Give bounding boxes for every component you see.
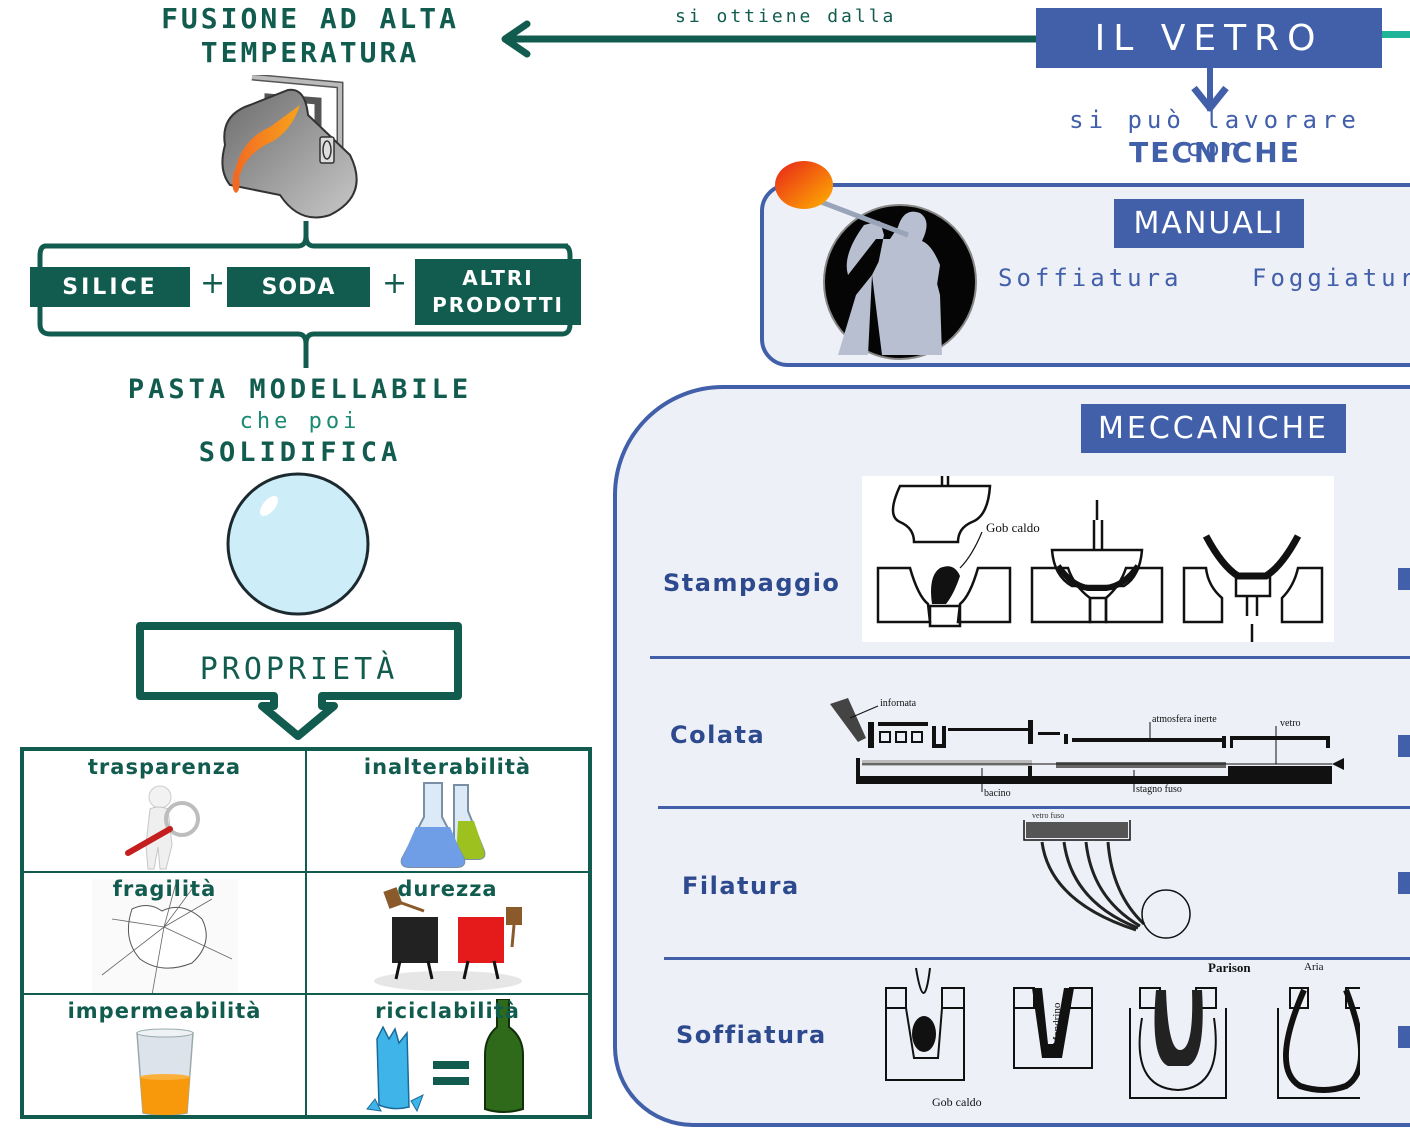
side-tab bbox=[1398, 872, 1410, 894]
diagram-annotation: stagno fuso bbox=[1136, 784, 1182, 795]
manual-technique-soffiatura: Soffiatura bbox=[998, 264, 1183, 292]
pasta-modellabile-heading: PASTA MODELLABILE bbox=[127, 374, 473, 405]
diagram-annotation: infornata bbox=[880, 698, 917, 709]
row-divider bbox=[658, 806, 1410, 809]
diagram-annotation: Gob caldo bbox=[932, 1095, 982, 1109]
property-label: riciclabilità bbox=[375, 999, 520, 1023]
mechanical-row-colata: Colata bbox=[670, 721, 766, 749]
row-divider bbox=[650, 656, 1410, 659]
mechanical-row-filatura: Filatura bbox=[682, 872, 800, 900]
meccaniche-title-box: MECCANICHE bbox=[1081, 404, 1346, 453]
che-poi-label: che poi bbox=[239, 409, 361, 434]
colata-diagram: infornata atmosfera inerte vetro bacino … bbox=[830, 698, 1344, 799]
property-label: fragilità bbox=[112, 877, 217, 901]
ingredient-silice-label: SILICE bbox=[62, 274, 158, 300]
stampaggio-diagram: Gob caldo bbox=[862, 476, 1334, 642]
tecniche-heading: TECNICHE bbox=[1129, 136, 1301, 169]
property-cell-riciclabilita: riciclabilità bbox=[306, 994, 589, 1116]
manuali-title: MANUALI bbox=[1133, 206, 1285, 241]
proprieta-callout bbox=[136, 622, 462, 740]
property-cell-durezza: durezza bbox=[306, 872, 589, 994]
diagram-annotation: Mandrino bbox=[1051, 1002, 1063, 1046]
properties-table: trasparenza inalterabilità fragilità dur… bbox=[20, 747, 592, 1119]
property-cell-fragilita: fragilità bbox=[23, 872, 306, 994]
ingredient-altri-line1: ALTRI bbox=[462, 266, 534, 290]
side-tab bbox=[1398, 735, 1410, 757]
property-label: impermeabilità bbox=[67, 999, 262, 1023]
glassblower-icon bbox=[775, 161, 977, 360]
glass-sphere-icon bbox=[226, 472, 370, 616]
proprieta-title: PROPRIETÀ bbox=[199, 652, 399, 687]
property-cell-trasparenza: trasparenza bbox=[23, 750, 306, 872]
mechanical-row-soffiatura: Soffiatura bbox=[676, 1021, 827, 1049]
mechanical-row-stampaggio: Stampaggio bbox=[663, 569, 841, 597]
ingredient-soda-label: SODA bbox=[261, 274, 336, 300]
side-tab bbox=[1398, 1026, 1410, 1048]
diagram-annotation: vetro bbox=[1280, 718, 1301, 729]
ingredient-soda: SODA bbox=[227, 267, 370, 307]
meccaniche-title: MECCANICHE bbox=[1097, 411, 1329, 446]
page-title: IL VETRO bbox=[1094, 17, 1324, 59]
diagram-annotation: Aria bbox=[1304, 961, 1324, 973]
ladle-icon bbox=[221, 75, 358, 219]
diagram-annotation: bacino bbox=[984, 788, 1011, 799]
soffiatura-diagram: Gob caldo Mandrino Parison Aria bbox=[885, 960, 1360, 1109]
plus-sign-2: + bbox=[382, 266, 408, 301]
arrow-down-icon bbox=[1191, 66, 1229, 112]
row-divider bbox=[664, 957, 1410, 960]
connector-label-si-ottiene: si ottiene dalla bbox=[675, 6, 897, 27]
ingredient-altri-prodotti: ALTRI PRODOTTI bbox=[415, 259, 581, 325]
title-box: IL VETRO bbox=[1036, 8, 1382, 68]
ingredient-altri-line2: PRODOTTI bbox=[432, 293, 564, 317]
teal-connector bbox=[1382, 31, 1410, 38]
fusione-heading-line1: FUSIONE AD ALTA bbox=[161, 2, 459, 35]
hammer-cubes-icon bbox=[373, 887, 522, 991]
plus-sign-1: + bbox=[200, 266, 226, 301]
cracked-glass-icon bbox=[91, 879, 238, 993]
property-label: inalterabilità bbox=[363, 755, 532, 779]
fusione-heading-line2: TEMPERATURA bbox=[200, 36, 420, 69]
diagram-annotation: vetro fuso bbox=[1032, 812, 1064, 820]
ingredient-silice: SILICE bbox=[30, 267, 190, 307]
property-cell-inalterabilita: inalterabilità bbox=[306, 750, 589, 872]
flasks-icon bbox=[400, 782, 485, 868]
connector-label-si-puo: si può lavorare con bbox=[1069, 106, 1361, 162]
manual-technique-foggiatura: Foggiatur bbox=[1252, 264, 1410, 292]
arrow-to-fusione bbox=[501, 20, 1040, 58]
recycle-bottle-icon bbox=[365, 999, 524, 1113]
manuali-title-box: MANUALI bbox=[1114, 199, 1304, 248]
diagram-annotation: Gob caldo bbox=[986, 520, 1040, 535]
diagram-annotation: atmosfera inerte bbox=[1152, 714, 1217, 725]
magnifier-figure-icon bbox=[124, 785, 200, 870]
solidifica-heading: SOLIDIFICA bbox=[198, 437, 402, 468]
filatura-diagram: vetro fuso bbox=[1023, 812, 1191, 939]
property-label: trasparenza bbox=[87, 755, 242, 779]
ingredients-bracket bbox=[37, 221, 573, 368]
property-cell-impermeabilita: impermeabilità bbox=[23, 994, 306, 1116]
property-label: durezza bbox=[397, 877, 498, 901]
side-tab bbox=[1398, 568, 1410, 590]
glass-of-liquid-icon bbox=[135, 1028, 194, 1115]
fusione-heading: FUSIONE AD ALTA TEMPERATURA bbox=[110, 2, 510, 70]
diagram-annotation: Parison bbox=[1208, 960, 1251, 975]
